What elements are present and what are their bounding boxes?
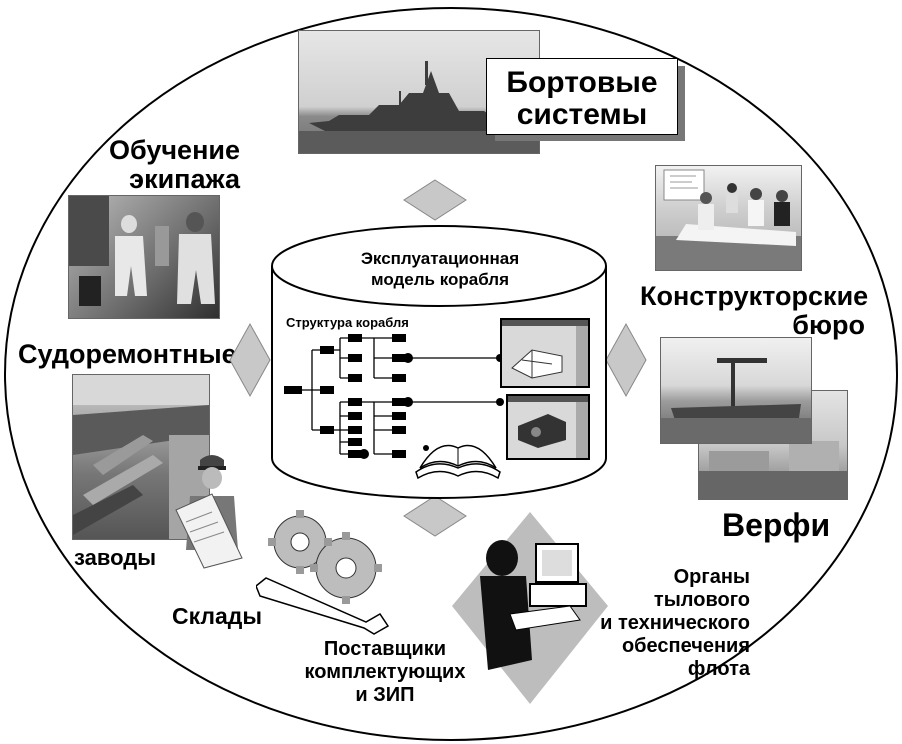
cad-screen-1 (500, 318, 590, 388)
logistics-line3: и технического (600, 612, 750, 634)
design-bureau-photo (655, 165, 802, 271)
suppliers-line2: комплектующих (304, 661, 466, 683)
repair-plants-line2: заводы (74, 545, 157, 570)
structure-title: Структура корабля (286, 315, 409, 330)
crew-training-line2: экипажа (129, 164, 240, 195)
onboard-systems-line2: системы (516, 97, 648, 131)
repair-plants-line1: Судоремонтные (18, 339, 237, 369)
center-title-line2: модель корабля (370, 270, 510, 290)
cad-model-2-icon (508, 396, 588, 458)
center-title-line1: Эксплуатационная (360, 249, 520, 268)
cad-model-1-icon (502, 320, 588, 386)
worker-with-blueprint-icon (175, 455, 243, 569)
gears-and-wrench-icon (256, 510, 390, 635)
onboard-systems-line1: Бортовые (506, 66, 658, 99)
shipyards-label: Верфи (722, 507, 831, 543)
logistics-line2: тылового (653, 589, 750, 611)
ship-structure-tree (284, 334, 504, 459)
arrow-bottom (403, 495, 467, 537)
cad-screen-2 (506, 394, 590, 460)
warehouses-label: Склады (172, 603, 263, 629)
open-book-icon (415, 444, 501, 480)
logistics-line1: Органы (673, 566, 750, 588)
suppliers-line1: Поставщики (323, 638, 447, 660)
arrow-left (229, 322, 271, 398)
warship-silhouette (299, 61, 539, 153)
computer-operator-icon (452, 512, 608, 704)
shipyard-photo-front (660, 337, 812, 444)
crew-training-line1: Обучение (109, 135, 240, 165)
office-meeting (656, 169, 801, 270)
logistics-label: Органы тылового и технического обеспечен… (582, 566, 750, 681)
onboard-systems-box: Бортовые системы (486, 58, 678, 135)
crew-training-label: Обучение экипажа (98, 135, 240, 195)
logistics-line4: обеспечения (621, 635, 750, 657)
design-bureaus-line1: Конструкторские (640, 281, 869, 311)
crew-training-photo (68, 195, 220, 319)
shipyard-buildings (699, 441, 847, 499)
suppliers-label: Поставщики комплектующих и ЗИП (296, 638, 474, 707)
center-title: Эксплуатационная модель корабля (300, 248, 580, 291)
suppliers-line3: и ЗИП (355, 684, 415, 706)
arrow-top (403, 179, 467, 221)
logistics-line5: флота (687, 658, 750, 680)
arrow-right (605, 322, 647, 398)
design-bureaus-line2: бюро (792, 310, 865, 341)
firefighters-figures (69, 196, 215, 306)
design-bureaus-label: Конструкторские бюро (640, 281, 869, 341)
shipyard-crane (661, 358, 811, 443)
